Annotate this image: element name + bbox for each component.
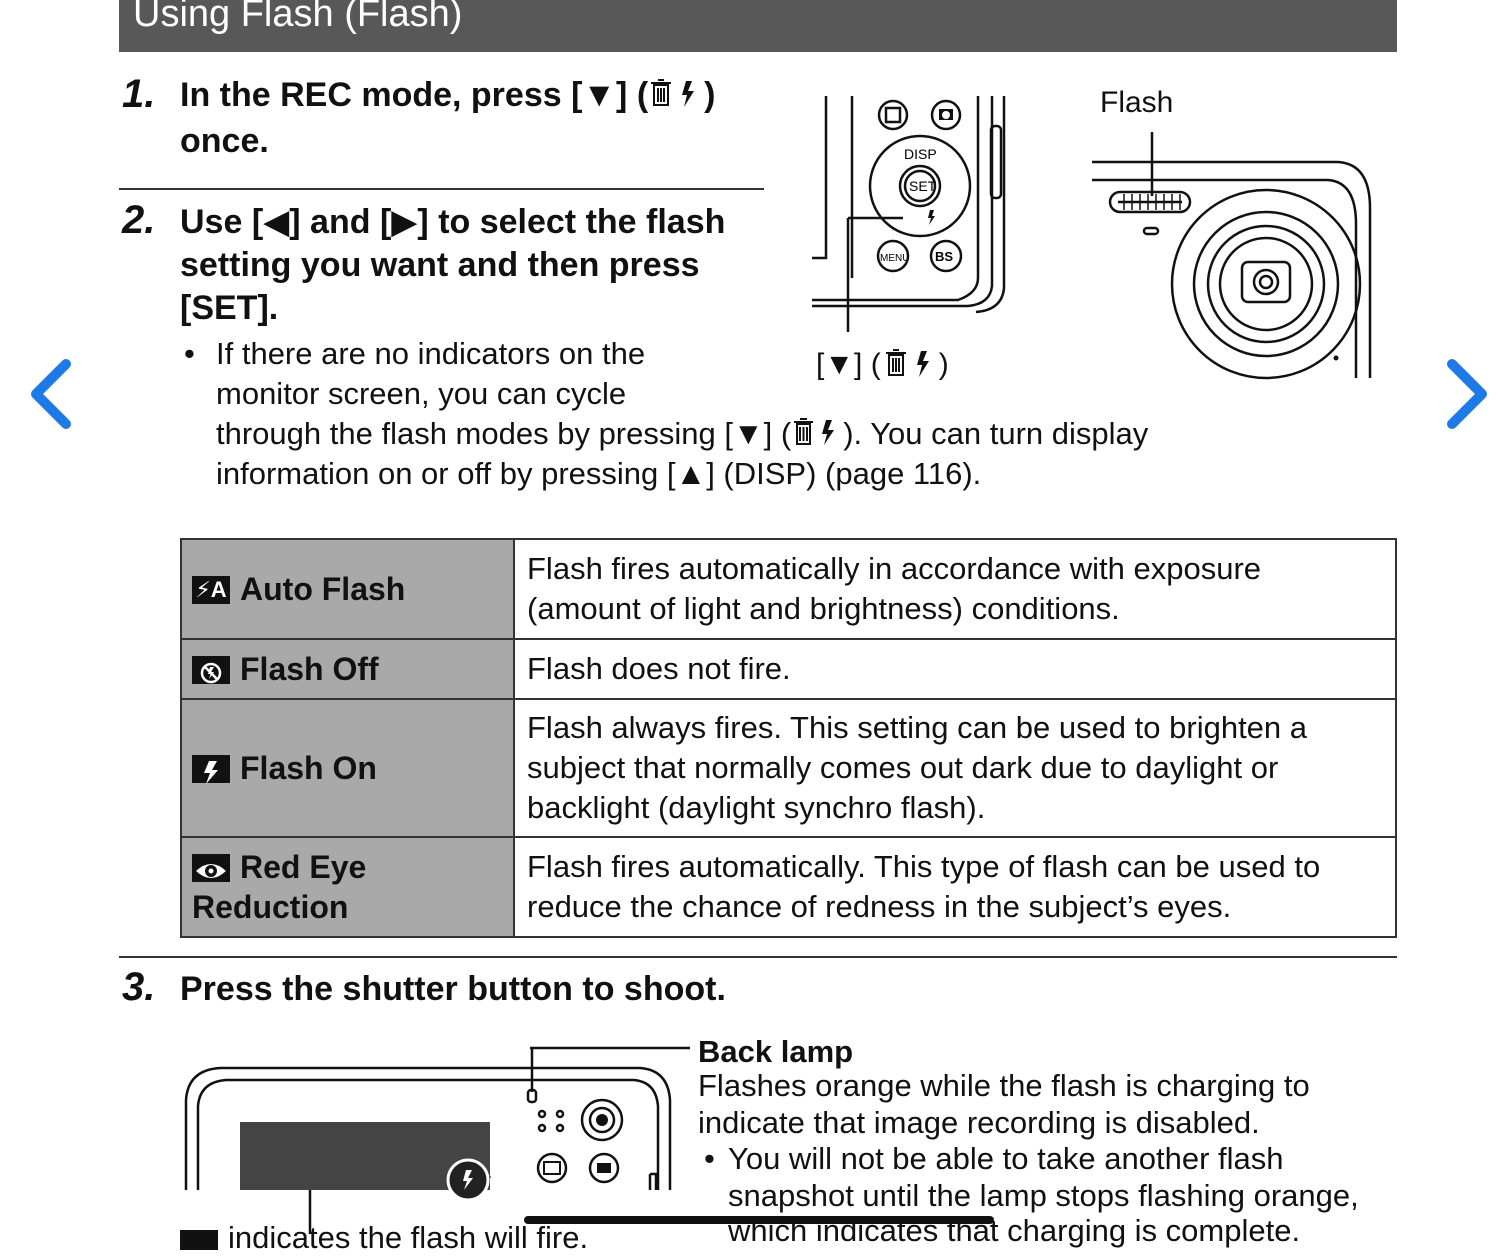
step-2-number: 2. xyxy=(122,198,156,242)
description-line: reduce the chance of redness in the subj… xyxy=(527,889,1232,924)
description-line: Flash does not fire. xyxy=(527,651,791,686)
table-row: Red Eye Reduction Flash fires automatica… xyxy=(180,836,1397,938)
mode-description: Flash fires automatically. This type of … xyxy=(513,836,1397,938)
trash-flash-icon xyxy=(791,415,843,457)
back-lamp-line-2: indicate that image recording is disable… xyxy=(698,1105,1260,1140)
disp-button-label: DISP xyxy=(904,146,937,162)
step-3-number: 3. xyxy=(122,965,156,1009)
step-2-text: Use [◀] and [▶] to select the flash sett… xyxy=(180,201,780,330)
step-2-line-2: setting you want and then press xyxy=(180,246,700,284)
auto-flash-icon-text: ⚡A xyxy=(195,576,227,602)
note-line-3-end: ). You can turn display xyxy=(843,416,1149,451)
note-bullet: • xyxy=(184,336,195,371)
flash-modes-table: ⚡A Auto Flash Flash fires automatically i… xyxy=(180,538,1397,938)
step-2-line-1: Use [◀] and [▶] to select the flash xyxy=(180,203,726,241)
step-1-line-2: once. xyxy=(180,121,269,160)
next-page-button[interactable] xyxy=(1436,356,1496,436)
auto-flash-icon: ⚡A xyxy=(192,575,230,604)
step-1-line-1: In the REC mode, press [▼] ( xyxy=(180,76,649,114)
down-button-callout: [▼] ( ) xyxy=(816,345,949,387)
flash-indicator-icon xyxy=(180,1229,218,1250)
bs-button-label: BS xyxy=(935,249,953,264)
note-line-1: If there are no indicators on the xyxy=(216,336,646,371)
flash-callout-label: Flash xyxy=(1100,86,1174,119)
step-2-line-3: [SET]. xyxy=(180,289,279,327)
mode-cell: ⚡A Auto Flash xyxy=(180,538,515,640)
note-line-3: through the flash modes by pressing [▼] … xyxy=(216,414,1148,457)
flash-indicator-text: indicates the flash will fire. xyxy=(228,1220,589,1255)
home-indicator[interactable] xyxy=(524,1216,994,1224)
step-1-text: In the REC mode, press [▼] ( ) once. xyxy=(180,74,780,163)
chevron-right-icon xyxy=(1447,359,1487,429)
divider xyxy=(119,956,1397,958)
divider xyxy=(119,188,764,190)
table-row: Flash On Flash always fires. This settin… xyxy=(180,698,1397,838)
mode-cell: Red Eye Reduction xyxy=(180,836,515,938)
mode-name-line-2: Reduction xyxy=(192,889,349,925)
section-title: Using Flash (Flash) xyxy=(133,0,463,35)
set-button-label: SET xyxy=(909,178,937,194)
back-lamp-title: Back lamp xyxy=(698,1034,854,1069)
camera-front-diagram xyxy=(1092,132,1372,380)
table-row: ⚡A Auto Flash Flash fires automatically i… xyxy=(180,538,1397,640)
mode-description: Flash fires automatically in accordance … xyxy=(513,538,1397,640)
down-button-callout-start: [▼] ( xyxy=(816,347,881,381)
flash-indicator-note: indicates the flash will fire. xyxy=(180,1218,588,1258)
description-line: Flash always fires. This setting can be … xyxy=(527,710,1308,745)
camera-back-diagram: DISP SET MENU BS xyxy=(812,96,1006,332)
chevron-left-icon xyxy=(31,359,71,429)
note-line-3-start: through the flash modes by pressing [▼] … xyxy=(216,416,792,451)
mode-name: Flash Off xyxy=(240,651,379,687)
mode-cell: Flash Off xyxy=(180,638,515,700)
menu-button-label: MENU xyxy=(880,253,909,264)
back-lamp-bullet-line-2: snapshot until the lamp stops flashing o… xyxy=(728,1178,1359,1213)
mode-description: Flash always fires. This setting can be … xyxy=(513,698,1397,838)
section-title-bar: Using Flash (Flash) xyxy=(119,0,1397,52)
description-line: backlight (daylight synchro flash). xyxy=(527,790,986,825)
mode-name-line-1: Red Eye xyxy=(240,849,367,885)
mode-name: Flash On xyxy=(240,750,377,786)
description-line: subject that normally comes out dark due… xyxy=(527,750,1279,785)
step-1-number: 1. xyxy=(122,72,156,116)
trash-flash-icon xyxy=(881,345,939,387)
step-1-line-1-end: ) xyxy=(704,76,716,114)
previous-page-button[interactable] xyxy=(22,356,82,436)
back-lamp-line-1: Flashes orange while the flash is chargi… xyxy=(698,1068,1310,1103)
back-lamp-bullet-line-1: You will not be able to take another fla… xyxy=(728,1141,1284,1176)
table-row: Flash Off Flash does not fire. xyxy=(180,638,1397,700)
note-line-4: information on or off by pressing [▲] (D… xyxy=(216,456,982,491)
note-line-2: monitor screen, you can cycle xyxy=(216,376,627,411)
step-3-text: Press the shutter button to shoot. xyxy=(180,970,726,1008)
flash-off-icon xyxy=(192,655,230,684)
mode-name: Auto Flash xyxy=(240,571,406,607)
description-line: Flash fires automatically in accordance … xyxy=(527,551,1262,586)
down-button-callout-end: ) xyxy=(938,347,949,381)
description-line: Flash fires automatically. This type of … xyxy=(527,849,1321,884)
red-eye-icon xyxy=(192,853,230,882)
mode-cell: Flash On xyxy=(180,698,515,838)
back-lamp-bullet: • xyxy=(704,1141,715,1176)
camera-back-lamp-diagram xyxy=(184,1046,690,1234)
mode-description: Flash does not fire. xyxy=(513,638,1397,700)
flash-on-icon xyxy=(192,754,230,784)
trash-flash-icon xyxy=(648,75,704,120)
description-line: (amount of light and brightness) conditi… xyxy=(527,591,1120,626)
